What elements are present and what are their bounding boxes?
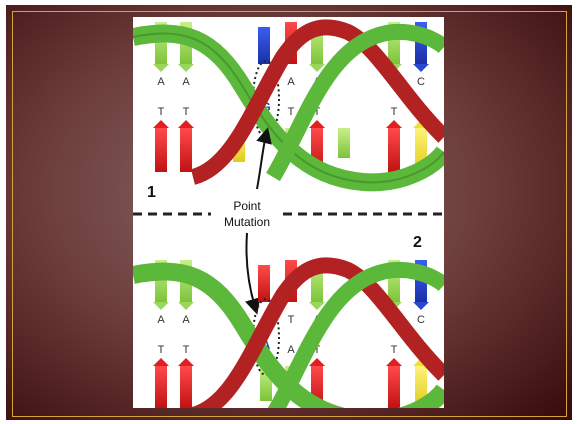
callout-label-line2: Mutation	[224, 215, 270, 229]
svg-text:T: T	[391, 106, 398, 118]
base-letters-top: A A T T A T A T C G A T	[157, 76, 425, 118]
dna-point-mutation-diagram: A A T T A T A T C G A T C G	[133, 17, 444, 408]
svg-text:T: T	[391, 344, 398, 356]
panel-number-1: 1	[147, 184, 156, 201]
svg-text:A: A	[287, 344, 295, 356]
svg-text:A: A	[157, 314, 165, 326]
svg-text:A: A	[182, 76, 190, 88]
svg-text:T: T	[183, 106, 190, 118]
callout-arrow-up	[257, 135, 266, 189]
svg-text:A: A	[157, 76, 165, 88]
dna-panel-original: A A T T A T A T C G A T C G	[133, 22, 444, 201]
svg-text:T: T	[158, 344, 165, 356]
base-letters-bottom: A A T T A T A T C G T A	[157, 314, 425, 356]
panel-number-2: 2	[413, 234, 422, 251]
svg-text:C: C	[417, 314, 425, 326]
callout-label-line1: Point	[233, 199, 261, 213]
svg-text:T: T	[158, 106, 165, 118]
callout-arrow-down	[246, 233, 255, 307]
svg-text:T: T	[288, 106, 295, 118]
svg-text:C: C	[417, 76, 425, 88]
svg-text:T: T	[288, 314, 295, 326]
dna-panel-mutated: A A T T A T A T C G T A T A	[133, 260, 444, 408]
svg-text:T: T	[183, 344, 190, 356]
svg-text:A: A	[287, 76, 295, 88]
svg-text:A: A	[182, 314, 190, 326]
